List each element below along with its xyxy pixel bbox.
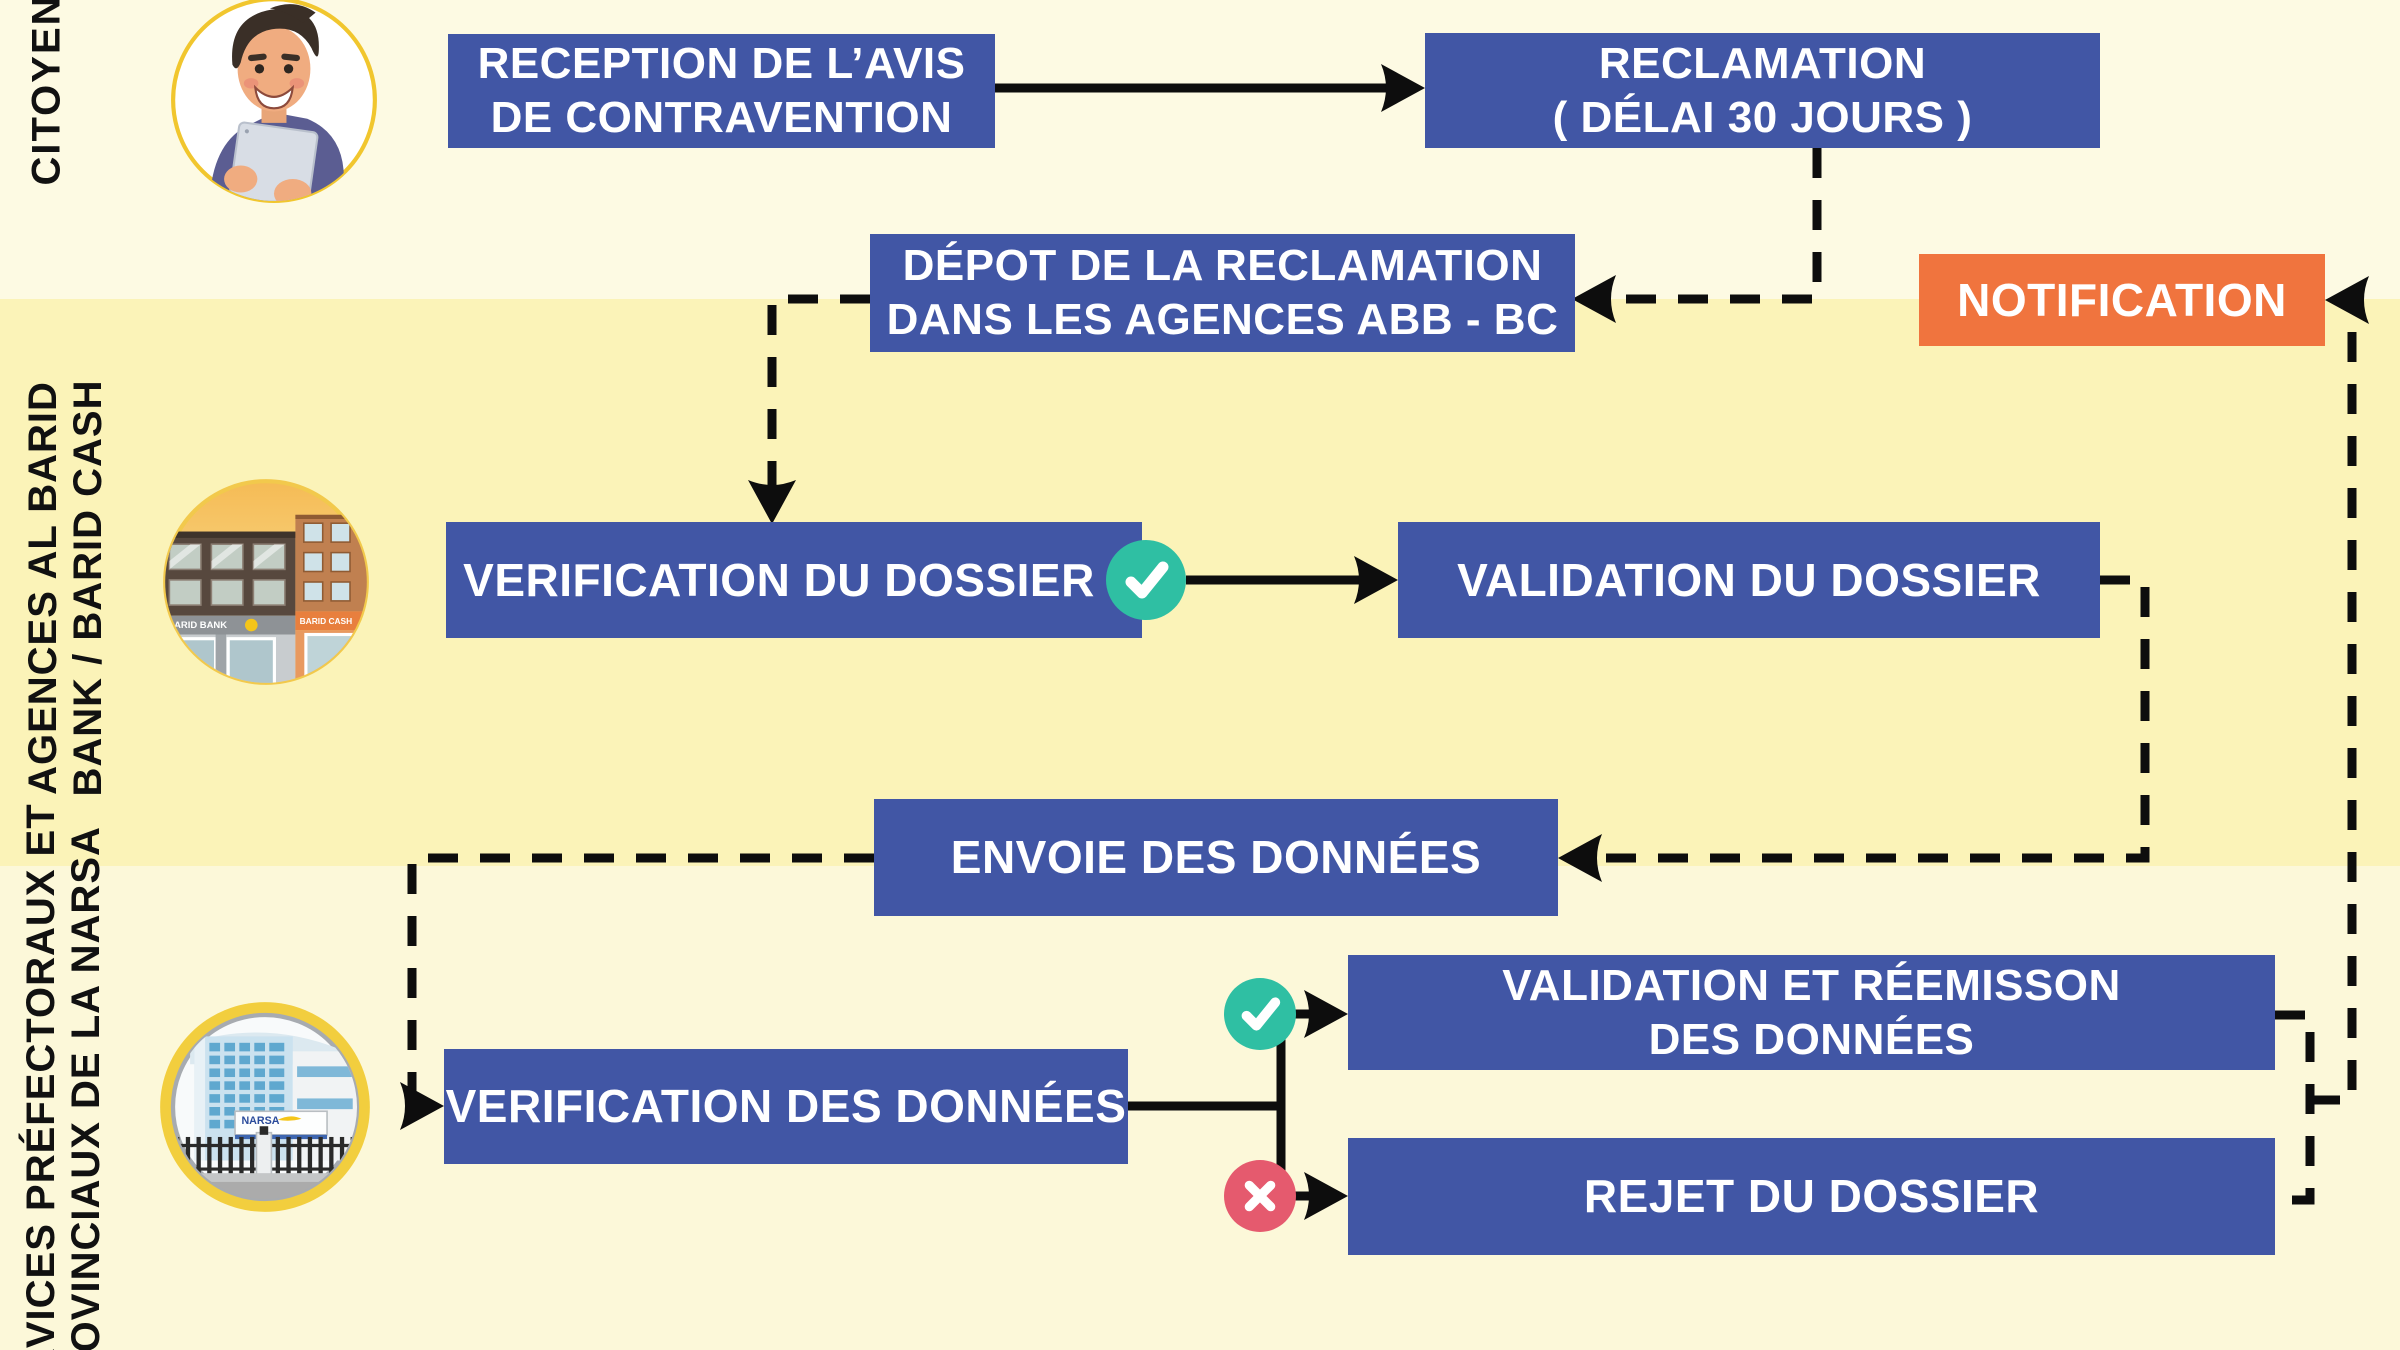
node-rejet-dossier: REJET DU DOSSIER	[1348, 1138, 2275, 1255]
narsa-building-icon: NARSA	[158, 1000, 372, 1214]
lane-label-line: BANK / BARID CASH	[66, 379, 110, 797]
node-text-line: REJET DU DOSSIER	[1583, 1170, 2040, 1223]
lane-label-agences: AGENCES AL BARID BANK / BARID CASH	[21, 380, 111, 797]
lane-label-services: SERVICES PRÉFECTORAUX ET PROVINCIAUX DE …	[19, 803, 109, 1350]
node-envoi-donnees: ENVOIE DES DONNÉES	[874, 799, 1558, 916]
node-text-line: ENVOIE DES DONNÉES	[950, 831, 1482, 884]
node-text-line: VALIDATION DU DOSSIER	[1457, 553, 2041, 606]
arrowhead-into-notification	[2325, 276, 2369, 324]
node-text-line: DE CONTRAVENTION	[490, 93, 953, 142]
arrowhead-into-reclamation	[1381, 64, 1425, 112]
arrowhead-into-envoi	[1558, 834, 1602, 882]
node-text-line: RECLAMATION	[1598, 38, 1927, 88]
node-text-line: RECEPTION DE L’AVIS	[477, 39, 966, 89]
arrowhead-into-validation-dossier	[1354, 556, 1398, 604]
node-depot-reclamation: DÉPOT DE LA RECLAMATION DANS LES AGENCES…	[870, 234, 1575, 352]
arrowhead-into-rejet	[1304, 1172, 1348, 1220]
lane-label-citoyen: CITOYEN	[25, 0, 70, 186]
node-text-line: DES DONNÉES	[1648, 1014, 1975, 1064]
check-icon	[1106, 540, 1186, 620]
node-text-line: VALIDATION ET RÉEMISSON	[1502, 960, 2121, 1010]
bank-sign-right-text: BARID CASH	[300, 616, 353, 626]
arrowhead-into-depot	[1572, 275, 1616, 323]
lane-label-line: CITOYEN	[24, 0, 69, 186]
lane-label-line: AGENCES AL BARID	[21, 381, 66, 795]
arrowhead-into-verification-dossier	[748, 480, 796, 524]
node-validation-reemission: VALIDATION ET RÉEMISSON DES DONNÉES	[1348, 955, 2275, 1070]
node-validation-dossier: VALIDATION DU DOSSIER	[1398, 522, 2100, 638]
narsa-sign-text: NARSA	[241, 1115, 279, 1127]
citizen-avatar-icon	[170, 0, 378, 204]
node-reclamation: RECLAMATION ( DÉLAI 30 JOURS )	[1425, 33, 2100, 148]
x-icon	[1224, 1160, 1296, 1232]
node-text-line: ( DÉLAI 30 JOURS )	[1552, 92, 1973, 142]
node-text-line: VERIFICATION DES DONNÉES	[445, 1080, 1127, 1133]
barid-bank-agency-icon: BARID BANK BARID CASH	[161, 477, 371, 687]
check-icon	[1224, 978, 1296, 1050]
lane-label-line: PROVINCIAUX DE LA NARSA	[64, 826, 108, 1350]
node-text-line: NOTIFICATION	[1957, 273, 2287, 326]
lane-label-line: SERVICES PRÉFECTORAUX ET	[19, 803, 64, 1350]
bank-sign-left-text: BARID BANK	[167, 620, 227, 631]
node-verification-donnees: VERIFICATION DES DONNÉES	[444, 1049, 1128, 1164]
node-text-line: DÉPOT DE LA RECLAMATION	[902, 241, 1543, 291]
arrowhead-into-verification-donnees	[400, 1082, 444, 1130]
arrowhead-into-validation-reemission	[1304, 990, 1348, 1038]
node-text-line: VERIFICATION DU DOSSIER	[463, 553, 1095, 606]
node-reception-avis: RECEPTION DE L’AVIS DE CONTRAVENTION	[448, 34, 995, 148]
node-notification: NOTIFICATION	[1919, 254, 2325, 346]
node-text-line: DANS LES AGENCES ABB - BC	[886, 295, 1559, 344]
node-verification-dossier: VERIFICATION DU DOSSIER	[446, 522, 1142, 638]
